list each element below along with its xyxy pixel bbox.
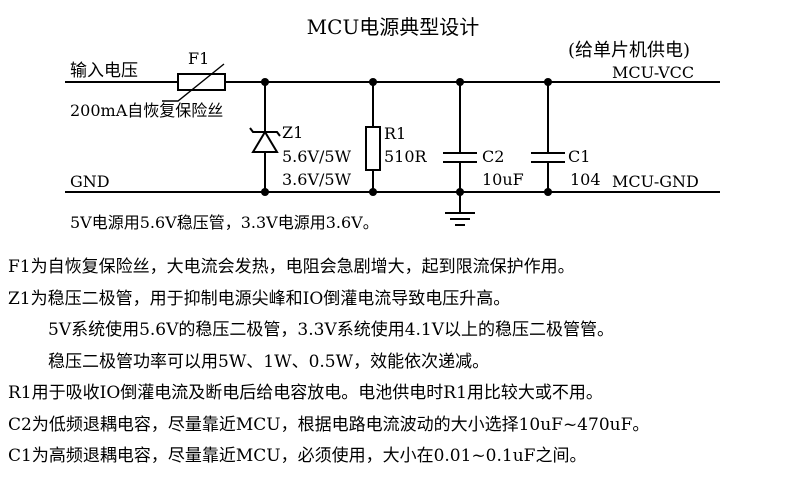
c1-name: C1 bbox=[568, 147, 590, 166]
description-notes: F1为自恢复保险丝，大电流会发热，电阻会急剧增大，起到限流保护作用。 Z1为稳压… bbox=[8, 252, 784, 473]
fuse-name: F1 bbox=[188, 49, 209, 68]
zener-name: Z1 bbox=[282, 123, 303, 142]
vcc-label: MCU-VCC bbox=[612, 63, 694, 82]
resistor-name: R1 bbox=[384, 124, 406, 143]
ground-symbol bbox=[445, 192, 475, 226]
diagram-title: MCU电源典型设计 bbox=[307, 15, 480, 39]
zener-value-2: 3.6V/5W bbox=[282, 170, 352, 189]
resistor-value: 510R bbox=[384, 147, 428, 166]
zener-selection-note: 5V电源用5.6V稳压管，3.3V电源用3.6V。 bbox=[70, 213, 379, 232]
zener-value-1: 5.6V/5W bbox=[282, 147, 352, 166]
c2-value: 10uF bbox=[482, 170, 524, 189]
capacitor-c2 bbox=[443, 82, 477, 192]
power-schematic: MCU电源典型设计 (给单片机供电) 输入电压 MCU-VCC F1 200mA… bbox=[65, 15, 720, 232]
note-zener-power: 稳压二极管功率可以用5W、1W、0.5W，效能依次递减。 bbox=[48, 351, 490, 372]
gnd-label: GND bbox=[70, 172, 110, 191]
mcu-gnd-label: MCU-GND bbox=[612, 172, 699, 191]
input-voltage-label: 输入电压 bbox=[70, 61, 138, 81]
note-fuse: F1为自恢复保险丝，大电流会发热，电阻会急剧增大，起到限流保护作用。 bbox=[8, 257, 575, 277]
fuse-f1 bbox=[162, 63, 226, 102]
c2-name: C2 bbox=[482, 147, 504, 166]
supply-note: (给单片机供电) bbox=[568, 40, 690, 61]
note-c1: C1为高频退耦电容，尽量靠近MCU，必须使用，大小在0.01~0.1uF之间。 bbox=[8, 446, 587, 466]
note-zener: Z1为稳压二极管，用于抑制电源尖峰和IO倒灌电流导致电压升高。 bbox=[8, 288, 511, 309]
c1-value: 104 bbox=[570, 170, 601, 189]
fuse-description: 200mA自恢复保险丝 bbox=[70, 101, 223, 120]
note-zener-voltage: 5V系统使用5.6V的稳压二极管，3.3V系统使用4.1V以上的稳压二极管管。 bbox=[48, 320, 615, 340]
zener-diode-z1 bbox=[249, 82, 281, 192]
note-resistor: R1用于吸收IO倒灌电流及断电后给电容放电。电池供电时R1用比较大或不用。 bbox=[8, 383, 603, 403]
capacitor-c1 bbox=[531, 82, 565, 192]
junction-dots bbox=[261, 78, 552, 196]
resistor-r1 bbox=[365, 82, 381, 192]
note-c2: C2为低频退耦电容，尽量靠近MCU，根据电路电流波动的大小选择10uF~470u… bbox=[8, 414, 650, 435]
